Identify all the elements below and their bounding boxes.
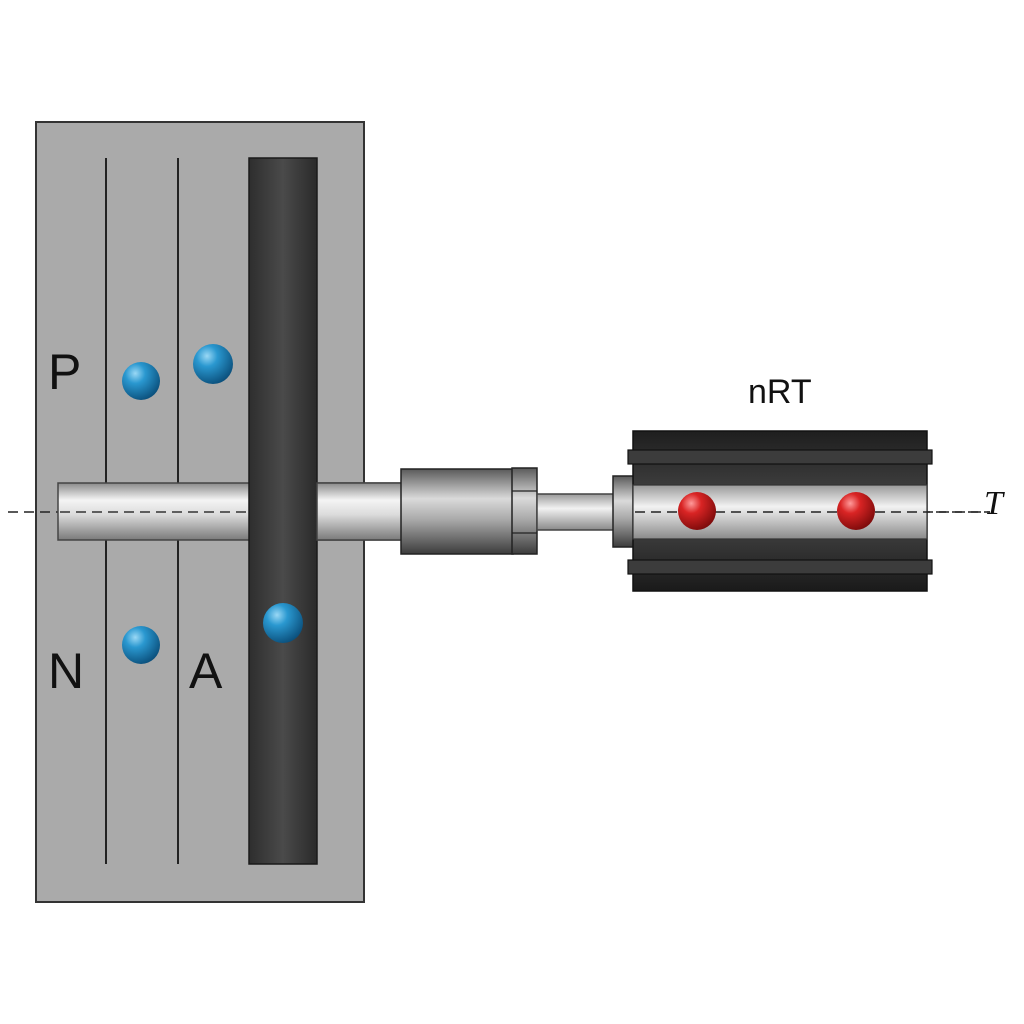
red-sphere (678, 492, 716, 530)
cylinder-bottom-rib (627, 559, 933, 575)
label-p: P (48, 344, 81, 400)
cylinder-top-rib (627, 449, 933, 465)
end-collar (612, 475, 636, 548)
hex-nut (511, 467, 538, 555)
label-n: N (48, 643, 84, 699)
red-sphere (837, 492, 875, 530)
label-axis-t: T (984, 485, 1005, 522)
blue-sphere (263, 603, 303, 643)
shaft-segment-right (316, 482, 405, 541)
dark-vertical-bar (248, 157, 318, 865)
blue-sphere (122, 362, 160, 400)
coupling-collar (400, 468, 514, 555)
cylinder (627, 430, 933, 592)
blue-sphere (122, 626, 160, 664)
blue-sphere (193, 344, 233, 384)
thin-shaft (536, 493, 616, 531)
label-nrt: nRT (748, 373, 812, 411)
label-a: A (189, 643, 223, 699)
